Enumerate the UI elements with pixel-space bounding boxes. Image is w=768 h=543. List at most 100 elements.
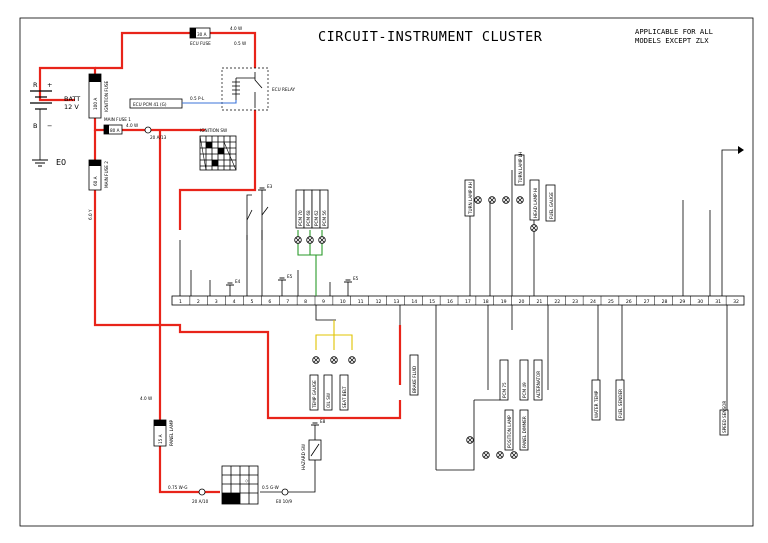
component-box bbox=[529, 179, 540, 221]
ignition-fuse-rating: 100 A bbox=[93, 98, 98, 110]
terminal-28: 28 bbox=[662, 299, 668, 305]
component-box bbox=[591, 379, 601, 421]
main-fuse-2-rating: 60 A bbox=[93, 176, 98, 186]
component-box bbox=[339, 374, 349, 411]
ignition-fuse: 100 A IGNITION FUSE bbox=[88, 73, 109, 119]
ground-label: E3 bbox=[267, 184, 273, 189]
component-box bbox=[519, 409, 529, 451]
component-label: FUEL SENDER bbox=[618, 389, 623, 418]
main-fuse-1-name: MAIN FUSE 1 bbox=[104, 117, 131, 122]
ground-label: E5 bbox=[287, 274, 293, 279]
lamp bbox=[488, 196, 496, 204]
terminal-13: 13 bbox=[393, 299, 399, 305]
panel-lamp-fuse: 15 A PANEL LAMP 4.0 W 0.75 W-G 20 A/10 bbox=[140, 396, 209, 504]
component-box bbox=[514, 154, 525, 186]
component-box bbox=[615, 379, 625, 421]
terminal-18: 18 bbox=[483, 299, 489, 305]
hazard-switch: HAZARD SW bbox=[301, 439, 322, 470]
terminal-14: 14 bbox=[411, 299, 417, 305]
terminal-1: 1 bbox=[179, 299, 182, 305]
svg-text:+: + bbox=[47, 81, 52, 89]
lamp bbox=[482, 451, 490, 459]
main-fuse-2-name: MAIN FUSE 2 bbox=[104, 161, 109, 188]
svg-text:R: R bbox=[33, 81, 38, 89]
battery-label: BATT bbox=[64, 95, 80, 103]
parking-brake-switch bbox=[246, 206, 269, 240]
terminal-32: 32 bbox=[733, 299, 739, 305]
component-box bbox=[719, 409, 729, 436]
component-label: SEAT BELT bbox=[342, 386, 347, 408]
ignition-switch: IGNITION SW bbox=[199, 128, 237, 171]
terminal-21: 21 bbox=[536, 299, 542, 305]
ignition-fuse-name: IGNITION FUSE bbox=[104, 80, 109, 112]
terminal-8: 8 bbox=[304, 299, 307, 305]
battery-voltage: 12 V bbox=[64, 103, 79, 111]
terminal-27: 27 bbox=[644, 299, 650, 305]
wire-panel-label: 4.0 W bbox=[140, 396, 152, 401]
wire-bottom-right-label: 0.5 G-W bbox=[262, 485, 279, 490]
component-label: PANEL DIMMER bbox=[522, 416, 527, 448]
svg-text:B: B bbox=[33, 122, 37, 130]
lamp bbox=[516, 196, 524, 204]
applicability-note-line2: MODELS EXCEPT ZLX bbox=[635, 36, 709, 45]
ecu-fuse: 30 A ECU FUSE 4.0 W 0.5 W bbox=[189, 26, 246, 46]
component-box bbox=[319, 189, 329, 229]
ecu-pcm-label: ECU PCM 41 (G) bbox=[133, 102, 167, 107]
terminal-5: 5 bbox=[250, 299, 253, 305]
wire-bottom-label: 0.75 W-G bbox=[168, 485, 188, 490]
component-box bbox=[409, 354, 419, 396]
terminal-17: 17 bbox=[465, 299, 471, 305]
terminal-30: 30 bbox=[697, 299, 703, 305]
component-label: BRAKE FLUID bbox=[412, 366, 417, 393]
lamp bbox=[306, 236, 314, 244]
wire-top-label: 4.0 W bbox=[230, 26, 242, 31]
component-label: PCM 62 bbox=[314, 210, 319, 226]
component-box bbox=[499, 359, 509, 401]
component-box bbox=[533, 359, 543, 401]
ecu-pcm-connector: ECU PCM 41 (G) 0.5 P-L bbox=[129, 96, 237, 109]
terminal-10: 10 bbox=[340, 299, 346, 305]
ground-symbol: E5 bbox=[344, 276, 359, 283]
lamp bbox=[496, 451, 504, 459]
component-label: TURN LAMP LH bbox=[518, 152, 523, 184]
terminal-2: 2 bbox=[197, 299, 200, 305]
applicability-note-line1: APPLICABLE FOR ALL bbox=[635, 27, 713, 36]
terminal-20: 20 bbox=[519, 299, 525, 305]
component-label: WATER TEMP bbox=[594, 390, 599, 418]
yellow-harness bbox=[315, 320, 353, 350]
ground-label: E8 bbox=[320, 419, 326, 424]
terminal-4: 4 bbox=[233, 299, 236, 305]
terminal-7: 7 bbox=[286, 299, 289, 305]
ground-symbol: E3 bbox=[258, 184, 273, 191]
terminal-29: 29 bbox=[679, 299, 685, 305]
component-box bbox=[519, 359, 529, 401]
component-box bbox=[309, 374, 319, 411]
lamp bbox=[348, 356, 356, 364]
lamp bbox=[474, 196, 482, 204]
lamp bbox=[466, 436, 474, 444]
lamp bbox=[530, 224, 538, 232]
light-switch: ◇ 0.5 G-W E0 10/9 bbox=[221, 465, 292, 505]
terminal-6: 6 bbox=[268, 299, 271, 305]
terminal-9: 9 bbox=[322, 299, 325, 305]
component-label: POSITION LAMP bbox=[507, 415, 512, 448]
component-box bbox=[464, 179, 475, 217]
ecu-relay-label: ECU RELAY bbox=[272, 87, 295, 92]
diagram-title: CIRCUIT-INSTRUMENT CLUSTER bbox=[318, 29, 543, 45]
component-box bbox=[545, 184, 556, 222]
component-label: PCM 56 bbox=[322, 210, 327, 226]
terminal-3: 3 bbox=[215, 299, 218, 305]
terminal-11: 11 bbox=[358, 299, 364, 305]
battery: R + B − BATT 12 V E0 bbox=[30, 81, 80, 167]
svg-text:◇: ◇ bbox=[245, 478, 249, 483]
lamp bbox=[294, 236, 302, 244]
ecu-fuse-name: ECU FUSE bbox=[190, 41, 211, 46]
wire-blue-label: 0.5 P-L bbox=[190, 96, 205, 101]
component-label: PCM 70 bbox=[298, 210, 303, 226]
hazard-switch-label: HAZARD SW bbox=[301, 444, 306, 470]
lamp bbox=[510, 451, 518, 459]
